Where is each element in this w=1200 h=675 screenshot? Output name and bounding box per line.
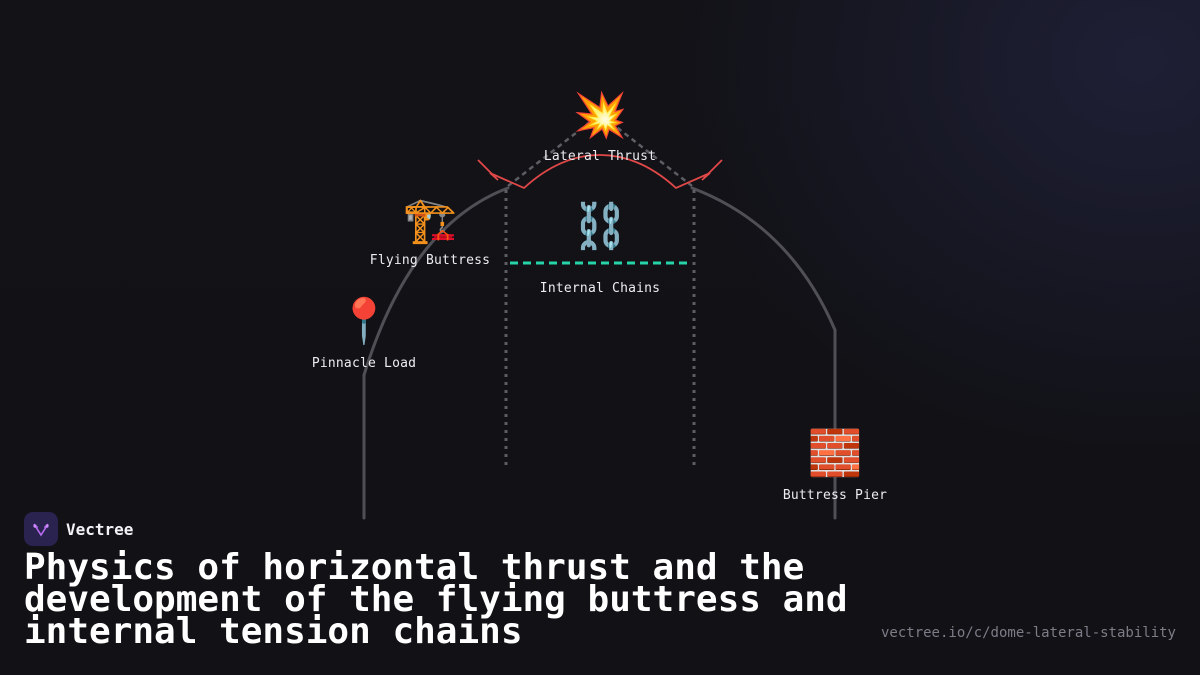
arch-right-outline — [690, 186, 837, 520]
brick-icon: 🧱 — [807, 429, 863, 478]
chains-icon: ⛓️ — [572, 202, 628, 251]
internal-chains-label: Internal Chains — [539, 281, 661, 296]
arch-left-outline — [362, 186, 510, 520]
thrust-arrow-right — [701, 159, 723, 181]
brand-name: Vectree — [66, 519, 134, 539]
round-pushpin-icon: 📍 — [336, 297, 392, 346]
buttress-pier-label: Buttress Pier — [782, 488, 888, 503]
page-title: Physics of horizontal thrust and the dev… — [24, 547, 848, 652]
flying-buttress-label: Flying Buttress — [369, 253, 491, 268]
construction-crane-icon: 🏗️ — [402, 196, 458, 245]
thrust-curve — [489, 154, 711, 190]
lateral-thrust-label: Lateral Thrust — [543, 149, 657, 164]
source-url: vectree.io/c/dome-lateral-stability — [880, 625, 1176, 641]
pinnacle-load-label: Pinnacle Load — [311, 356, 417, 371]
brand: Vectree — [24, 512, 133, 546]
thrust-arrow-left — [477, 159, 499, 181]
vectree-logo-icon — [24, 512, 58, 546]
collision-icon: 💥 — [572, 91, 628, 140]
